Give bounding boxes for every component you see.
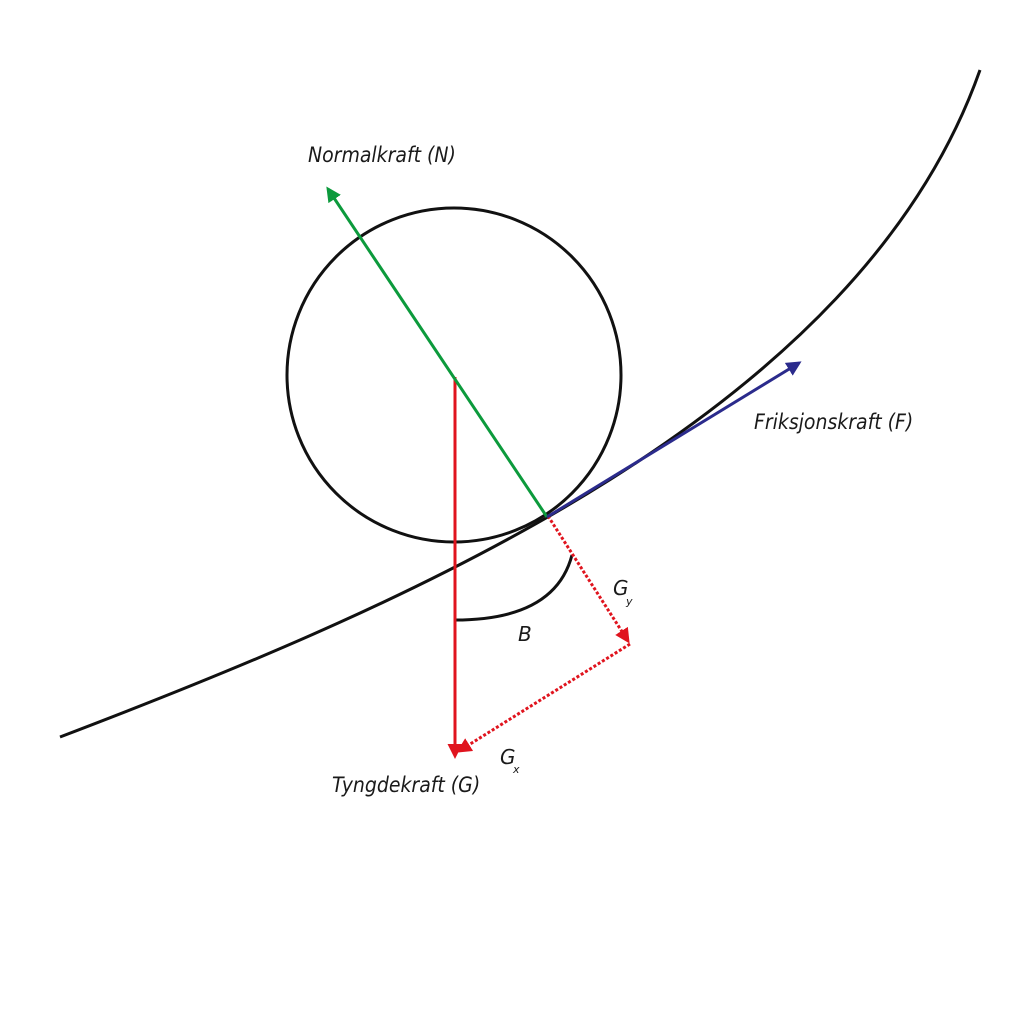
friction-force-arrow [546,361,802,519]
gy-label: G [613,576,629,600]
normal-force-label: Normalkraft (N) [308,143,456,167]
gx-label: G [500,745,516,769]
angle-b-arc [454,554,574,622]
gx-component-arrow [456,642,631,753]
angle-b-label: B [518,622,532,646]
gy-subscript: y [625,595,633,608]
gx-subscript: x [512,763,520,776]
normal-force-arrow [326,186,549,518]
gravity-force-label: Tyngdekraft (G) [332,773,480,797]
friction-force-label: Friksjonskraft (F) [754,410,913,434]
